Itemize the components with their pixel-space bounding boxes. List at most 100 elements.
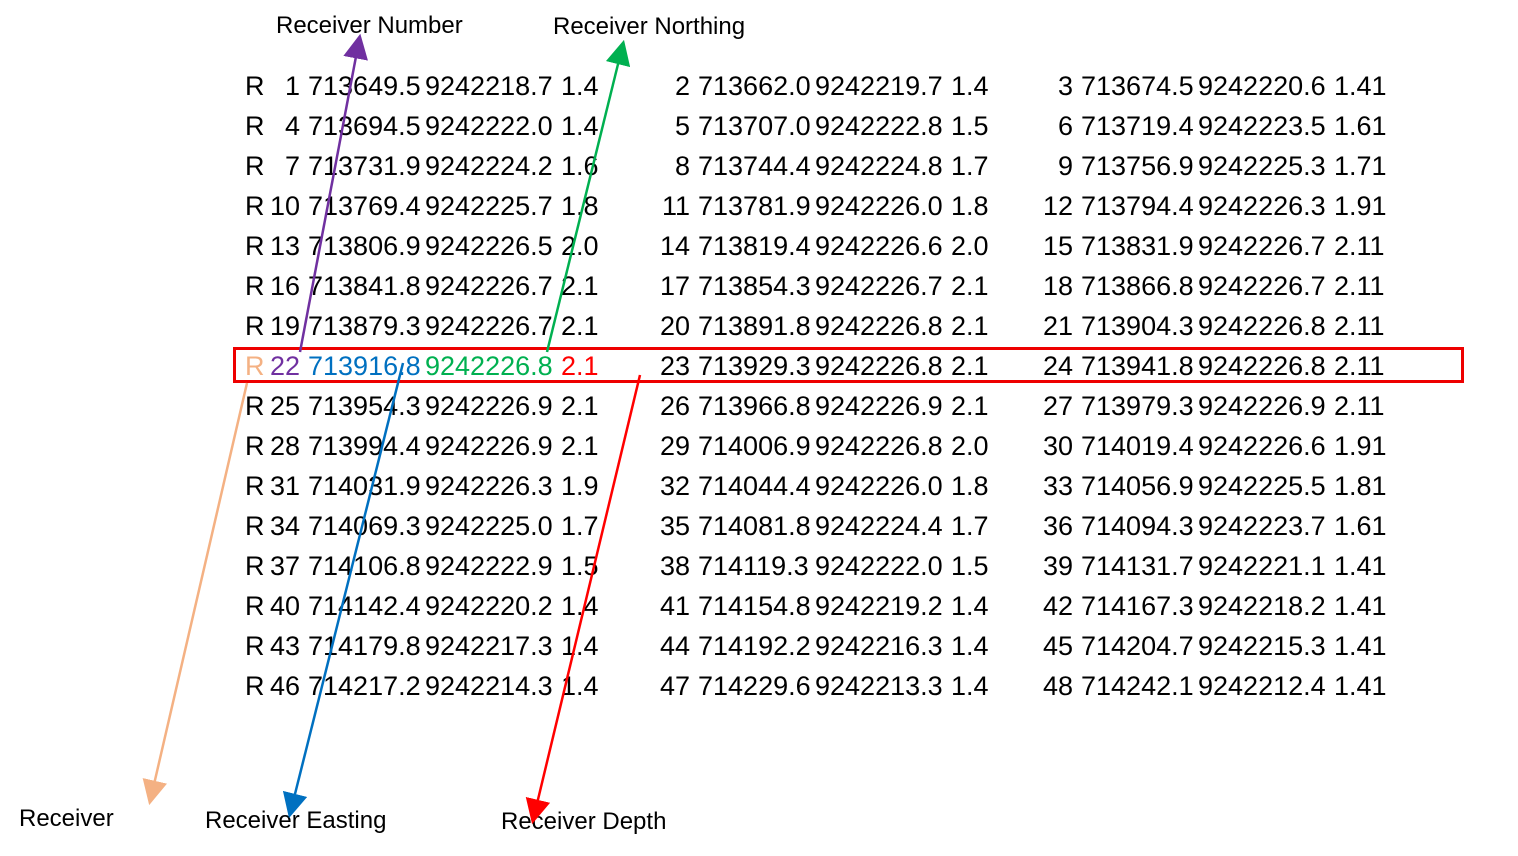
receiver-depth: 2.11 bbox=[1334, 351, 1385, 381]
receiver-depth: 1.4 bbox=[561, 631, 599, 661]
receiver-prefix: R bbox=[245, 311, 265, 341]
receiver-depth: 1.4 bbox=[951, 631, 989, 661]
receiver-northing: 9242226.8 bbox=[815, 431, 943, 461]
receiver-easting: 713904.3 bbox=[1081, 311, 1194, 341]
receiver-northing: 9242226.7 bbox=[815, 271, 943, 301]
receiver-easting: 713756.9 bbox=[1081, 151, 1194, 181]
receiver-easting: 713707.0 bbox=[698, 111, 811, 141]
receiver-depth: 2.1 bbox=[951, 271, 989, 301]
receiver-northing: 9242223.7 bbox=[1198, 511, 1326, 541]
receiver-number: 11 bbox=[661, 191, 690, 221]
receiver-depth: 1.8 bbox=[951, 471, 989, 501]
receiver-number: 42 bbox=[1042, 591, 1073, 621]
receiver-easting: 713794.4 bbox=[1081, 191, 1194, 221]
receiver-northing: 9242225.5 bbox=[1198, 471, 1326, 501]
receiver-northing: 9242222.8 bbox=[815, 111, 943, 141]
receiver-prefix: R bbox=[245, 111, 265, 141]
receiver-easting: 713929.3 bbox=[698, 351, 811, 381]
receiver-number: 41 bbox=[659, 591, 690, 621]
receiver-depth: 1.4 bbox=[561, 591, 599, 621]
receiver-northing: 9242222.0 bbox=[815, 551, 943, 581]
receiver-northing: 9242220.6 bbox=[1198, 71, 1326, 101]
receiver-northing: 9242226.3 bbox=[425, 471, 553, 501]
receiver-northing: 9242219.7 bbox=[815, 71, 943, 101]
receiver-depth: 1.61 bbox=[1334, 511, 1387, 541]
receiver-depth: 1.4 bbox=[951, 671, 989, 701]
receiver-easting: 714081.8 bbox=[698, 511, 811, 541]
receiver-easting: 714242.1 bbox=[1081, 671, 1194, 701]
receiver-depth: 2.1 bbox=[951, 351, 989, 381]
receiver-number: 5 bbox=[674, 111, 690, 141]
receiver-depth: 1.41 bbox=[1334, 631, 1387, 661]
receiver-northing: 9242226.3 bbox=[1198, 191, 1326, 221]
receiver-easting: 714031.9 bbox=[308, 471, 421, 501]
receiver-easting: 714179.8 bbox=[308, 631, 421, 661]
receiver-northing: 9242212.4 bbox=[1198, 671, 1326, 701]
receiver-depth: 2.1 bbox=[951, 311, 989, 341]
receiver-number: 38 bbox=[659, 551, 690, 581]
receiver-depth: 2.11 bbox=[1334, 391, 1385, 421]
receiver-depth: 2.0 bbox=[951, 231, 989, 261]
label-receiver-number: Receiver Number bbox=[276, 12, 463, 39]
receiver-easting: 713954.3 bbox=[308, 391, 421, 421]
receiver-number: 44 bbox=[659, 631, 690, 661]
receiver-prefix: R bbox=[245, 231, 265, 261]
receiver-northing: 9242225.0 bbox=[425, 511, 553, 541]
receiver-northing: 9242224.4 bbox=[815, 511, 943, 541]
receiver-prefix: R bbox=[245, 511, 265, 541]
receiver-easting: 713831.9 bbox=[1081, 231, 1194, 261]
receiver-northing: 9242226.7 bbox=[1198, 271, 1326, 301]
receiver-number: 34 bbox=[269, 511, 300, 541]
receiver-number: 2 bbox=[674, 71, 690, 101]
receiver-northing: 9242226.8 bbox=[815, 351, 943, 381]
receiver-depth: 1.61 bbox=[1334, 111, 1387, 141]
receiver-easting: 714167.3 bbox=[1081, 591, 1194, 621]
receiver-number: 48 bbox=[1042, 671, 1073, 701]
receiver-prefix: R bbox=[245, 431, 265, 461]
receiver-northing: 9242217.3 bbox=[425, 631, 553, 661]
receiver-easting: 713744.4 bbox=[698, 151, 811, 181]
receiver-northing: 9242224.2 bbox=[425, 151, 553, 181]
receiver-easting: 713854.3 bbox=[698, 271, 811, 301]
receiver-northing: 9242214.3 bbox=[425, 671, 553, 701]
receiver-easting: 713674.5 bbox=[1081, 71, 1194, 101]
receiver-depth: 2.1 bbox=[951, 391, 989, 421]
receiver-number: 15 bbox=[1042, 231, 1073, 261]
receiver-northing: 9242226.6 bbox=[1198, 431, 1326, 461]
receiver-number: 32 bbox=[659, 471, 690, 501]
receiver-easting: 714094.3 bbox=[1081, 511, 1194, 541]
receiver-number: 13 bbox=[269, 231, 300, 261]
receiver-depth: 1.4 bbox=[561, 111, 599, 141]
receiver-number: 20 bbox=[659, 311, 690, 341]
receiver-northing: 9242223.5 bbox=[1198, 111, 1326, 141]
receiver-prefix: R bbox=[245, 391, 265, 421]
receiver-northing: 9242226.8 bbox=[1198, 351, 1326, 381]
receiver-depth: 1.7 bbox=[951, 511, 989, 541]
receiver-northing: 9242218.2 bbox=[1198, 591, 1326, 621]
receiver-easting: 713649.5 bbox=[308, 71, 421, 101]
receiver-easting: 713966.8 bbox=[698, 391, 811, 421]
receiver-number: 36 bbox=[1042, 511, 1073, 541]
receiver-northing: 9242226.7 bbox=[425, 311, 553, 341]
highlight-box bbox=[233, 347, 1464, 383]
receiver-depth: 1.81 bbox=[1334, 471, 1387, 501]
receiver-depth: 1.5 bbox=[951, 551, 989, 581]
receiver-number: 28 bbox=[269, 431, 300, 461]
receiver-depth: 2.1 bbox=[561, 311, 599, 341]
receiver-easting: 713719.4 bbox=[1081, 111, 1194, 141]
receiver-number: 3 bbox=[1057, 71, 1073, 101]
receiver-easting: 714154.8 bbox=[698, 591, 811, 621]
receiver-number: 19 bbox=[269, 311, 300, 341]
receiver-northing: 9242226.5 bbox=[425, 231, 553, 261]
receiver-easting: 713819.4 bbox=[698, 231, 811, 261]
receiver-easting: 714217.2 bbox=[308, 671, 421, 701]
receiver-easting: 713994.4 bbox=[308, 431, 421, 461]
receiver-easting: 714142.4 bbox=[308, 591, 421, 621]
receiver-number: 16 bbox=[269, 271, 300, 301]
